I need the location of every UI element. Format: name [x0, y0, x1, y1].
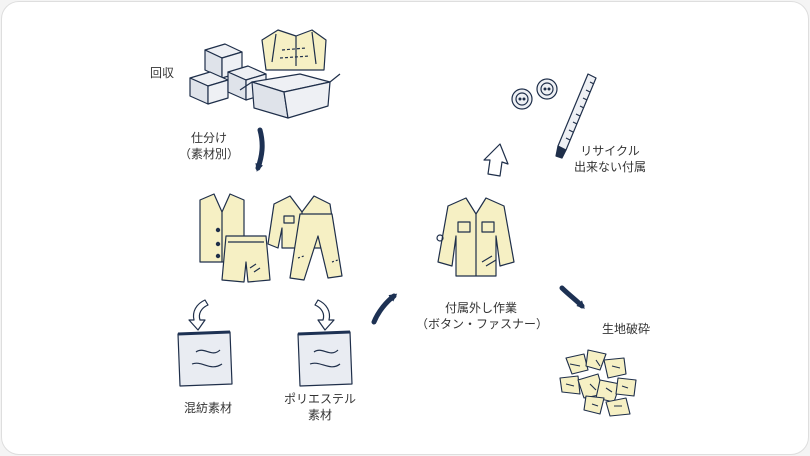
jacket-icon	[436, 197, 515, 277]
split-arrows	[188, 299, 335, 331]
label-polyester: ポリエステル 素材	[280, 391, 360, 423]
label-mixed-material: 混紡素材	[183, 401, 232, 415]
label-detach-line2: （ボタン・ファスナー）	[416, 317, 549, 331]
arrow-polyester-to-detach	[371, 293, 398, 325]
label-sort: 仕分け （素材別）	[174, 130, 244, 162]
shorts-icon	[221, 235, 271, 283]
zipper-icon	[555, 73, 597, 159]
arrow-collect-to-sort	[255, 127, 265, 172]
button-icon	[536, 78, 558, 100]
label-shred: 生地破砕	[602, 322, 651, 336]
label-sort-line1: 仕分け	[190, 131, 227, 145]
button-icon	[511, 88, 533, 110]
label-unrecyclable-line2: 出来ない付属	[573, 160, 646, 174]
label-polyester-line2: 素材	[307, 408, 332, 422]
label-detach-line1: 付属外し作業	[444, 301, 517, 315]
arrow-detach-to-shred	[559, 285, 585, 309]
label-unrecyclable: リサイクル 出来ない付属	[566, 143, 654, 175]
label-polyester-line1: ポリエステル	[283, 392, 356, 406]
label-detach: 付属外し作業 （ボタン・ファスナー）	[416, 300, 549, 332]
fabric-scraps-icon	[559, 349, 637, 417]
arrow-to-accessories	[483, 143, 509, 177]
label-sort-line2: （素材別）	[178, 147, 239, 161]
clothes-box-icon	[239, 29, 341, 119]
label-collect: 回収	[150, 66, 175, 80]
bag-icon	[297, 330, 353, 387]
label-unrecyclable-line1: リサイクル	[580, 144, 640, 158]
bag-icon	[177, 330, 233, 387]
trousers-icon	[289, 213, 343, 281]
